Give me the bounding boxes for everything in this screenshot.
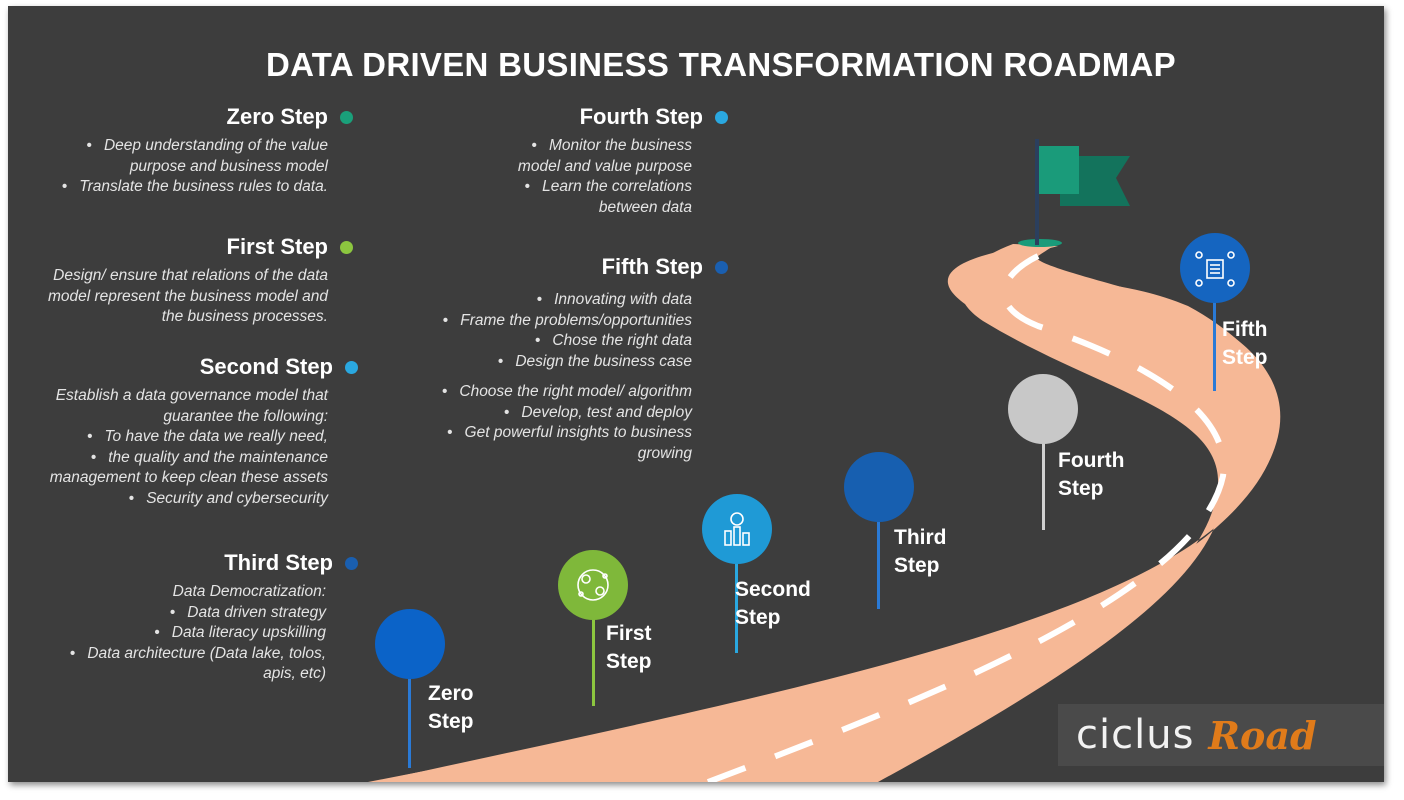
pin-zero-label: Zero Step bbox=[428, 680, 474, 736]
pin-label-line: Step bbox=[606, 650, 652, 673]
step-fifth-dot bbox=[715, 260, 728, 274]
step-fourth-title: Fourth Step bbox=[579, 104, 703, 129]
step-first-text: Design/ ensure that relations of the dat… bbox=[47, 267, 328, 325]
step-zero-bullet: Translate the business rules to data. bbox=[28, 177, 328, 198]
step-first-heading: First Step bbox=[28, 234, 353, 260]
pin-label-line: Step bbox=[1222, 346, 1268, 369]
pin-label-line: First bbox=[606, 622, 652, 645]
pin-label-line: Step bbox=[1058, 477, 1104, 500]
flag-icon bbox=[1018, 139, 1130, 247]
pin-label-line: Step bbox=[735, 606, 781, 629]
pin-label-line: Second bbox=[735, 578, 811, 601]
pin-label-line: Fifth bbox=[1222, 318, 1268, 341]
step-second-intro: Establish a data governance model that g… bbox=[55, 387, 328, 425]
logo-text-road: Road bbox=[1208, 712, 1317, 758]
step-second-bullet: Security and cybersecurity bbox=[28, 489, 328, 510]
step-second-bullet: the quality and the maintenance manageme… bbox=[28, 448, 328, 489]
step-zero-block: Zero Step Deep understanding of the valu… bbox=[28, 104, 353, 198]
pin-fourth-label: Fourth Step bbox=[1058, 447, 1124, 503]
step-third-desc: Data Democratization: Data driven strate… bbox=[28, 582, 358, 685]
logo-text-ciclus: ciclus bbox=[1076, 712, 1195, 758]
step-zero-desc: Deep understanding of the value purpose … bbox=[28, 136, 353, 198]
step-fifth-bullet: Design the business case bbox=[408, 352, 692, 373]
step-second-bullet: To have the data we really need, bbox=[28, 427, 328, 448]
step-first-block: First Step Design/ ensure that relations… bbox=[28, 234, 353, 328]
step-first-desc: Design/ ensure that relations of the dat… bbox=[28, 266, 353, 328]
step-fifth-heading: Fifth Step bbox=[408, 254, 728, 280]
step-second-dot bbox=[345, 360, 358, 374]
step-zero-dot bbox=[340, 110, 353, 124]
pin-fourth bbox=[1008, 374, 1078, 530]
step-third-title: Third Step bbox=[224, 550, 333, 575]
pin-label-line: Fourth bbox=[1058, 449, 1125, 472]
road-center-line bbox=[706, 253, 1227, 782]
step-third-block: Third Step Data Democratization: Data dr… bbox=[28, 550, 358, 685]
people-network-icon bbox=[577, 569, 609, 601]
step-first-title: First Step bbox=[226, 234, 328, 259]
step-third-intro: Data Democratization: bbox=[172, 583, 326, 600]
pin-label-line: Step bbox=[428, 710, 474, 733]
step-zero-heading: Zero Step bbox=[28, 104, 353, 130]
step-fourth-desc: Monitor the business model and value pur… bbox=[448, 136, 728, 218]
step-fifth-desc: Innovating with data Frame the problems/… bbox=[408, 286, 728, 464]
step-zero-bullet: Deep understanding of the value purpose … bbox=[28, 136, 328, 177]
step-third-bullet: Data literacy upskilling bbox=[48, 623, 326, 644]
step-zero-title: Zero Step bbox=[226, 104, 328, 129]
step-fifth-bullet: Get powerful insights to business growin… bbox=[408, 423, 692, 464]
money-chart-icon bbox=[724, 512, 750, 546]
pin-label-line: Step bbox=[894, 554, 940, 577]
page-title: DATA DRIVEN BUSINESS TRANSFORMATION ROAD… bbox=[265, 46, 1176, 83]
step-fifth-bullet: Frame the problems/opportunities bbox=[408, 311, 692, 332]
step-fifth-bullet: Choose the right model/ algorithm bbox=[408, 382, 692, 403]
step-fifth-bullet: Develop, test and deploy bbox=[408, 403, 692, 424]
pin-fifth-label: Fifth Step bbox=[1222, 316, 1268, 372]
pin-zero bbox=[375, 609, 445, 768]
pin-second bbox=[702, 494, 772, 653]
pin-third-label: Third Step bbox=[894, 524, 947, 580]
step-third-dot bbox=[345, 556, 358, 570]
pin-first-label: First Step bbox=[606, 620, 652, 676]
step-fourth-bullet: Learn the correlations between data bbox=[508, 177, 692, 218]
data-network-icon bbox=[1195, 251, 1235, 287]
step-third-heading: Third Step bbox=[28, 550, 358, 576]
step-second-heading: Second Step bbox=[28, 354, 358, 380]
step-fourth-block: Fourth Step Monitor the business model a… bbox=[448, 104, 728, 218]
step-second-block: Second Step Establish a data governance … bbox=[28, 354, 358, 509]
pin-fifth bbox=[1180, 233, 1250, 391]
step-second-desc: Establish a data governance model that g… bbox=[28, 386, 358, 509]
step-fifth-bullet: Innovating with data bbox=[408, 290, 692, 311]
step-third-bullet: Data driven strategy bbox=[48, 603, 326, 624]
pin-second-label: Second Step bbox=[735, 576, 811, 632]
pin-label-line: Zero bbox=[428, 682, 474, 705]
step-fourth-heading: Fourth Step bbox=[448, 104, 728, 130]
step-fifth-bullet: Chose the right data bbox=[408, 331, 692, 352]
step-first-dot bbox=[340, 240, 353, 254]
pin-label-line: Third bbox=[894, 526, 947, 549]
pin-first bbox=[558, 550, 628, 706]
step-third-bullet: Data architecture (Data lake, tolos, api… bbox=[48, 644, 326, 685]
road-surface bbox=[373, 244, 1281, 782]
step-second-title: Second Step bbox=[199, 354, 333, 379]
roadmap-illustration bbox=[368, 139, 1281, 782]
step-fourth-dot bbox=[715, 110, 728, 124]
step-fourth-bullet: Monitor the business model and value pur… bbox=[508, 136, 692, 177]
pin-third bbox=[844, 452, 914, 609]
ciclus-road-logo: ciclus Road bbox=[1058, 704, 1384, 766]
slide: DATA DRIVEN BUSINESS TRANSFORMATION ROAD… bbox=[8, 6, 1384, 782]
step-fifth-title: Fifth Step bbox=[601, 254, 703, 279]
step-fifth-block: Fifth Step Innovating with data Frame th… bbox=[408, 254, 728, 464]
